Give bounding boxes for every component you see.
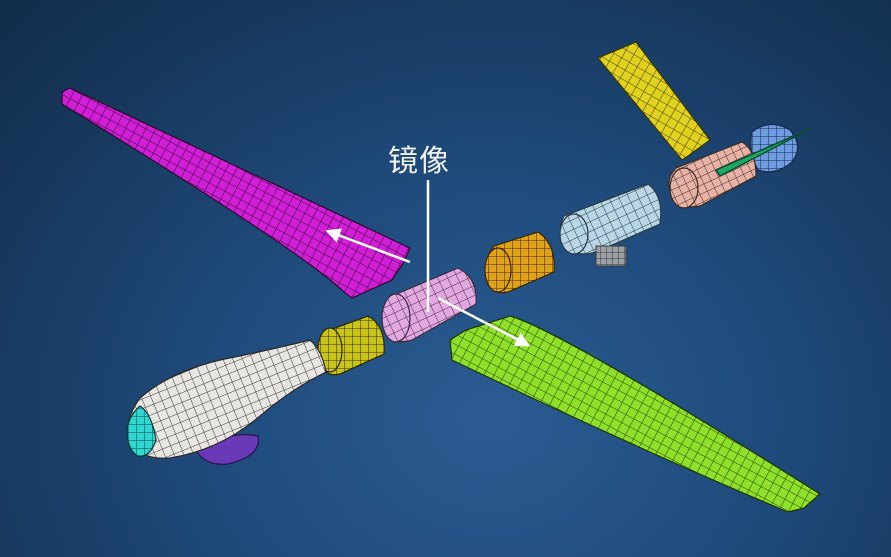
nose-cap [126, 405, 157, 457]
nose-fuselage [126, 339, 327, 459]
pink-section [668, 141, 757, 209]
arrow-to-left-wing [325, 228, 411, 264]
left-wing [61, 87, 411, 299]
mirror-label: 镜像 [388, 144, 450, 179]
yellow-ring-front [317, 315, 385, 376]
center-section [381, 267, 477, 343]
light-blue-section [559, 183, 662, 267]
right-wing [449, 315, 822, 513]
antenna [714, 127, 813, 177]
mirror-annotation [325, 180, 531, 347]
tail-fin [597, 41, 711, 161]
orange-ring [484, 231, 555, 294]
arrow-to-right-wing [437, 296, 531, 347]
